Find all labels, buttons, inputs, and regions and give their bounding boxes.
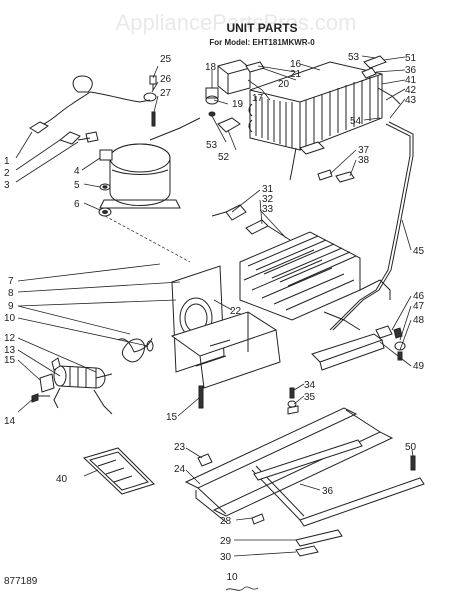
callout-53b: 53 bbox=[206, 140, 218, 151]
callout-9: 9 bbox=[8, 301, 14, 312]
grommet-23 bbox=[197, 453, 213, 467]
watermark: AppliancePartsPros.com bbox=[116, 10, 357, 35]
callout-33: 33 bbox=[262, 204, 274, 215]
callout-47: 47 bbox=[413, 301, 425, 312]
evaporator-coil bbox=[211, 204, 391, 331]
bracket-49 bbox=[311, 325, 406, 371]
callout-16: 16 bbox=[290, 59, 302, 70]
callout-8: 8 bbox=[8, 288, 14, 299]
callout-10: 10 bbox=[4, 313, 16, 324]
callout-36a: 36 bbox=[405, 65, 417, 76]
figure-code: 877189 bbox=[4, 576, 38, 587]
callout-1: 1 bbox=[4, 156, 10, 167]
callout-6: 6 bbox=[74, 199, 80, 210]
callout-37: 37 bbox=[358, 145, 370, 156]
fan-blade bbox=[117, 337, 154, 363]
wiring-harness bbox=[29, 75, 151, 145]
model-line: For Model: EHT181MKWR-0 bbox=[209, 38, 315, 47]
capillary-tube bbox=[329, 121, 414, 331]
callout-38: 38 bbox=[358, 155, 370, 166]
callout-53a: 53 bbox=[348, 52, 360, 63]
callout-43: 43 bbox=[405, 95, 417, 106]
condenser-coil bbox=[248, 55, 401, 181]
screw-15 bbox=[31, 385, 204, 409]
screw-50 bbox=[410, 455, 416, 471]
screw-25-27 bbox=[143, 75, 157, 127]
screw-34-35 bbox=[287, 387, 299, 415]
compressor bbox=[99, 117, 201, 209]
callout-46: 46 bbox=[413, 291, 425, 302]
callout-19: 19 bbox=[232, 99, 244, 110]
grommet-6 bbox=[98, 207, 191, 263]
callout-15b: 15 bbox=[166, 412, 178, 423]
callout-13: 13 bbox=[4, 345, 16, 356]
callout-7: 7 bbox=[8, 276, 14, 287]
callout-15a: 15 bbox=[4, 355, 16, 366]
callout-29: 29 bbox=[220, 536, 232, 547]
callout-23: 23 bbox=[174, 442, 186, 453]
callout-27: 27 bbox=[160, 88, 172, 99]
callout-31: 31 bbox=[262, 184, 274, 195]
callout-36b: 36 bbox=[322, 486, 334, 497]
callout-48: 48 bbox=[413, 315, 425, 326]
callout-34: 34 bbox=[304, 380, 316, 391]
callout-35: 35 bbox=[304, 392, 316, 403]
callout-18: 18 bbox=[205, 62, 217, 73]
callout-28: 28 bbox=[220, 516, 232, 527]
callout-4: 4 bbox=[74, 166, 80, 177]
callout-numbers: 1 2 3 4 5 6 7 8 9 10 12 13 14 15 15 16 1… bbox=[4, 52, 425, 563]
callout-17: 17 bbox=[252, 93, 264, 104]
callout-20: 20 bbox=[278, 79, 290, 90]
drain-pan bbox=[83, 447, 155, 495]
callout-14: 14 bbox=[4, 416, 16, 427]
callout-51: 51 bbox=[405, 53, 417, 64]
leader-lines bbox=[15, 55, 414, 557]
callout-3: 3 bbox=[4, 180, 10, 191]
grommets-37-38 bbox=[317, 169, 355, 183]
callout-24: 24 bbox=[174, 464, 186, 475]
page-title: UNIT PARTS bbox=[226, 21, 297, 35]
fan-shroud bbox=[170, 265, 281, 389]
callout-26: 26 bbox=[160, 74, 172, 85]
handwritten-scribble bbox=[225, 586, 259, 591]
callout-45: 45 bbox=[413, 246, 425, 257]
callout-21: 21 bbox=[290, 69, 302, 80]
callout-30: 30 bbox=[220, 552, 232, 563]
base-frame bbox=[184, 407, 425, 557]
callout-12: 12 bbox=[4, 333, 16, 344]
callout-52: 52 bbox=[218, 152, 230, 163]
relay-cover bbox=[205, 59, 251, 99]
callout-54: 54 bbox=[350, 116, 362, 127]
clip-19-52 bbox=[205, 61, 265, 133]
fan-motor bbox=[34, 357, 113, 415]
callout-25: 25 bbox=[160, 54, 172, 65]
callout-32: 32 bbox=[262, 194, 274, 205]
callout-41: 41 bbox=[405, 75, 417, 86]
callout-42: 42 bbox=[405, 85, 417, 96]
page-number: 10 bbox=[226, 572, 238, 583]
callout-50: 50 bbox=[405, 442, 417, 453]
callout-22: 22 bbox=[230, 306, 242, 317]
grommet-5 bbox=[99, 183, 111, 191]
callout-49: 49 bbox=[413, 361, 425, 372]
callout-40: 40 bbox=[56, 474, 68, 485]
screw-28 bbox=[251, 513, 265, 525]
callout-5: 5 bbox=[74, 180, 80, 191]
callout-2: 2 bbox=[4, 168, 10, 179]
